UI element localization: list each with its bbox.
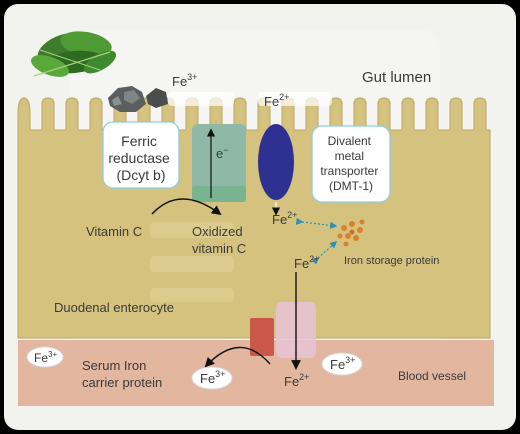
electron-label: e− [216, 145, 229, 161]
iron-ore-rock-icon [108, 86, 168, 112]
cell-stripe-3 [150, 288, 234, 302]
storage-exchange-arrow-lower [311, 241, 338, 265]
vitamin-c-oxidation-arrow [151, 198, 222, 216]
vitamin-c-label: Vitamin C [86, 224, 142, 239]
duodenal-enterocyte-label: Duodenal enterocyte [54, 300, 174, 315]
blood-vessel-label: Blood vessel [398, 369, 466, 383]
cell-stripe-2 [150, 256, 234, 272]
ferroportin-red-unit [250, 318, 274, 356]
ferric-reductase-bottom [192, 186, 246, 202]
ferric-reductase-protein [192, 124, 246, 200]
fe3-lumen-label: Fe3+ [172, 72, 197, 89]
storage-exchange-arrow-upper [295, 217, 338, 229]
iron-storage-protein-label: Iron storage protein [344, 255, 439, 267]
fe2-blood-label: Fe2+ [284, 372, 309, 389]
ferric-reductase-label: Ferric reductase (Dcyt b) [108, 133, 173, 183]
dmt1-transporter-protein [258, 124, 294, 200]
ferric-reductase-label-box [102, 121, 180, 189]
serum-iron-carrier-label: Serum Iron carrier protein [82, 358, 162, 390]
serum-carrier-oval-left [26, 346, 64, 368]
dmt1-label: Divalent metal transporter (DMT-1) [320, 134, 381, 193]
oxidation-to-carrier-arrow [204, 346, 271, 368]
oxidized-vitamin-c-label: Oxidized vitamin C [192, 224, 246, 256]
serum-carrier-oval-right [321, 352, 363, 376]
fe2-cell-lower-label: Fe2+ [294, 254, 319, 271]
fe3-blood-mid-label: Fe3+ [200, 369, 225, 386]
lumen-bar-2 [258, 92, 332, 106]
iron-storage-protein-icon [337, 219, 365, 247]
fe3-blood-right-label: Fe3+ [330, 355, 355, 372]
fe2-lumen-label: Fe2+ [264, 92, 289, 109]
fe3-serum-left-label: Fe3+ [34, 350, 57, 365]
lumen-bar-1 [168, 92, 234, 106]
gut-lumen-label: Gut lumen [362, 69, 431, 86]
cell-stripe-1 [150, 222, 234, 238]
spinach-leaves-icon [30, 31, 117, 77]
fe2-cell-upper-label: Fe2+ [272, 210, 297, 227]
dmt1-label-box [311, 125, 391, 203]
